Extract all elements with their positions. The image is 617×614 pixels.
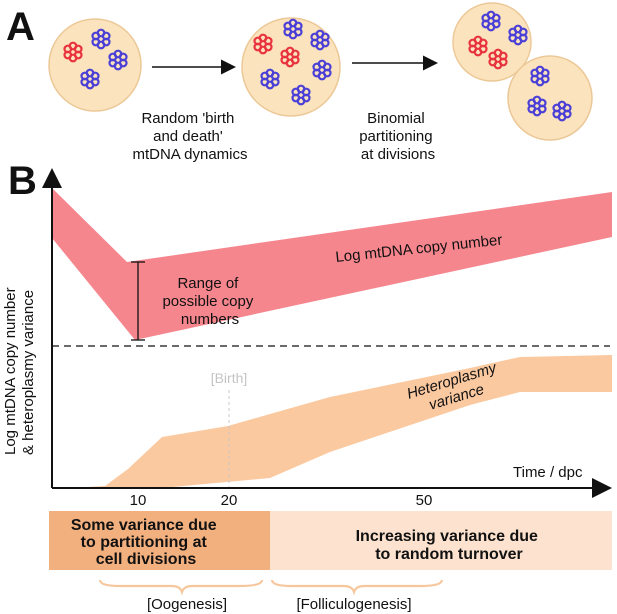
daughter-cell-bottom (507, 55, 593, 141)
step2-caption: Binomial partitioning at divisions (359, 110, 437, 163)
folliculogenesis-label: [Folliculogenesis] (296, 596, 411, 613)
oogenesis-bracket (98, 579, 264, 596)
daughter-cell-top (452, 2, 532, 82)
tick-label: 10 (130, 492, 147, 509)
turnover-box-text: Increasing variance due to random turnov… (356, 528, 543, 563)
partitioning-box (49, 511, 270, 570)
y-axis-label-2: & heteroplasmy variance (20, 290, 37, 455)
range-marker (131, 261, 145, 341)
x-axis-label: Time / dpc (513, 464, 583, 481)
y-axis-label-1: Log mtDNA copy number (2, 287, 19, 455)
folliculogenesis-bracket (270, 579, 444, 596)
cell-2 (241, 17, 341, 117)
range-label: Range of possible copy numbers (162, 275, 257, 328)
birth-label: [Birth] (211, 370, 248, 386)
tick-label: 50 (416, 492, 433, 509)
step1-caption: Random 'birth and death' mtDNA dynamics (132, 110, 247, 163)
heteroplasmy-band (68, 355, 612, 488)
panel-b-letter: B (8, 159, 37, 203)
oogenesis-label: [Oogenesis] (147, 596, 227, 613)
panel-a-letter: A (6, 5, 35, 49)
turnover-box (270, 511, 612, 570)
partitioning-box-text: Some variance due to partitioning at cel… (71, 517, 221, 568)
cell-1 (48, 18, 142, 112)
tick-label: 20 (221, 492, 238, 509)
copy-number-band (52, 188, 612, 340)
